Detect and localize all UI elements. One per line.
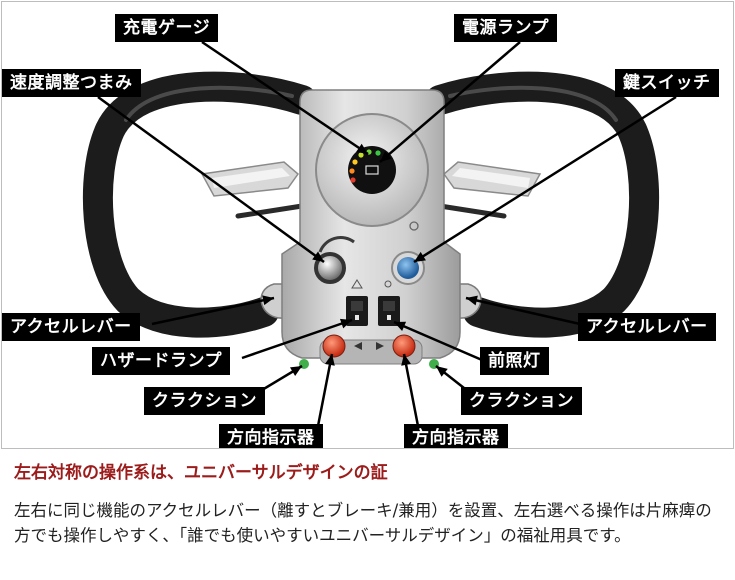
leader-power-lamp-arrowhead: [380, 151, 392, 162]
label-horn-left: クラクション: [144, 387, 265, 415]
leader-speed-knob: [97, 95, 325, 264]
caption-body: 左右に同じ機能のアクセルレバー（離すとブレーキ/兼用）を設置、左右選べる操作は片…: [14, 501, 712, 545]
power-icon: [409, 221, 419, 231]
leader-speed-knob-arrowhead: [312, 251, 324, 262]
leader-turn-signal-right-arrowhead: [401, 354, 412, 366]
leader-turn-signal-left: [316, 353, 334, 427]
headlight-icon: [384, 280, 392, 288]
leader-accel-lever-right-arrowhead: [466, 295, 478, 306]
label-charge-gauge: 充電ゲージ: [115, 14, 219, 42]
label-horn-right: クラクション: [461, 387, 582, 415]
arrow-right-icon: [376, 342, 384, 350]
leader-key-switch: [413, 95, 677, 264]
leader-key-switch-arrowhead: [414, 251, 426, 262]
caption-title: 左右対称の操作系は、ユニバーサルデザインの証: [14, 463, 388, 483]
leader-accel-lever-left: [151, 296, 275, 326]
label-accel-lever-left: アクセルレバー: [2, 313, 140, 341]
leader-charge-gauge-arrowhead: [356, 143, 368, 154]
leader-power-lamp: [379, 41, 521, 163]
turn-lamp-left: [200, 161, 300, 197]
label-accel-lever-right: アクセルレバー: [578, 313, 716, 341]
control-panel-figure: 充電ゲージ 電源ランプ 速度調整つまみ 鍵スイッチ アクセルレバー アクセルレバ…: [1, 1, 734, 449]
label-turn-signal-right: 方向指示器: [404, 424, 508, 448]
label-headlight: 前照灯: [480, 347, 549, 375]
headlight-switch: [378, 280, 400, 326]
leader-horn-right-arrowhead: [436, 366, 448, 377]
leader-charge-gauge: [201, 40, 369, 156]
label-hazard-lamp: ハザードランプ: [92, 347, 230, 375]
leader-headlight: [393, 320, 483, 362]
handlebar-illustration: [82, 40, 677, 427]
handlebar-grip: [82, 71, 660, 338]
leader-hazard-lamp: [241, 318, 353, 360]
leader-hazard-lamp-arrowhead: [339, 318, 352, 329]
leader-turn-signal-right: [402, 353, 420, 427]
leader-accel-lever-right: [465, 296, 581, 326]
leader-headlight-arrowhead: [394, 321, 407, 331]
label-power-lamp: 電源ランプ: [454, 14, 557, 42]
leader-accel-lever-left-arrowhead: [262, 295, 274, 306]
leader-turn-signal-left-arrowhead: [324, 354, 335, 366]
leader-lines: [97, 40, 677, 427]
charge-gauge: [315, 113, 429, 227]
label-speed-knob: 速度調整つまみ: [2, 69, 141, 97]
hazard-icon: [351, 279, 363, 289]
battery-icon: [365, 165, 379, 175]
label-key-switch: 鍵スイッチ: [615, 69, 719, 97]
turn-lamp-right: [442, 161, 542, 197]
label-turn-signal-left: 方向指示器: [219, 424, 323, 448]
turn-signal-button-left: [322, 334, 362, 358]
leader-horn-left-arrowhead: [289, 366, 302, 376]
hazard-switch: [346, 279, 368, 326]
arrow-left-icon: [354, 342, 362, 350]
